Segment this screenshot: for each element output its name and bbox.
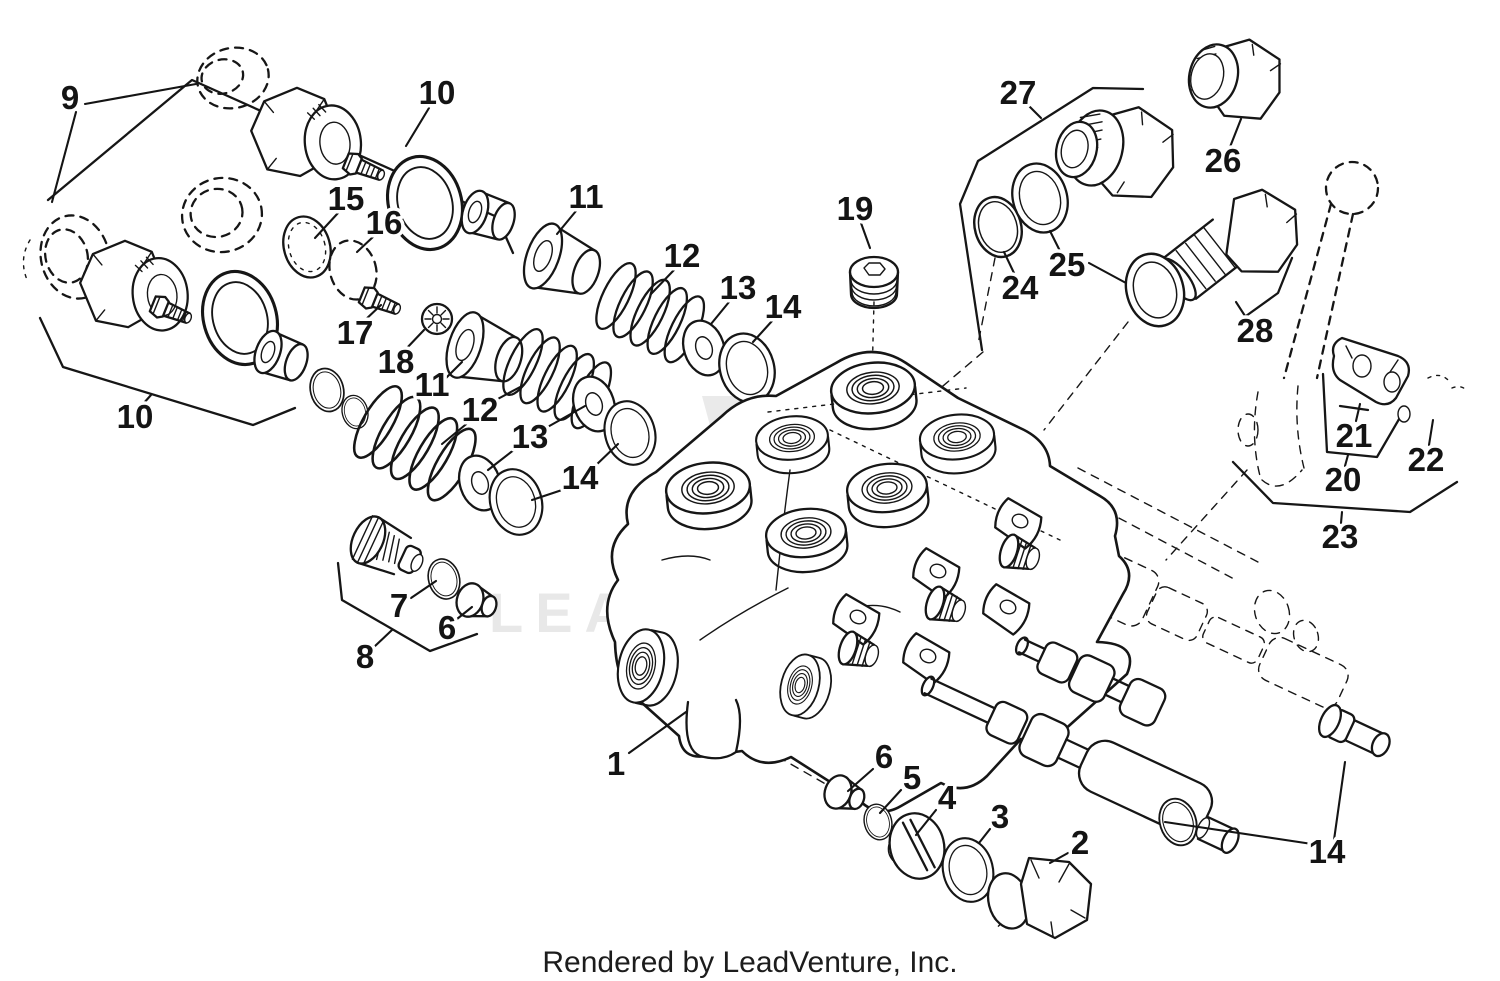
callout-label-3: 3	[991, 798, 1009, 835]
callout-label-13: 13	[720, 269, 757, 306]
callout-label-11: 11	[415, 366, 450, 403]
callout-label-12: 12	[664, 237, 701, 274]
leader-line-23	[1339, 510, 1344, 525]
lever-link	[1331, 336, 1411, 406]
spools	[920, 586, 1391, 854]
callout-label-18: 18	[378, 343, 415, 380]
hex-plug	[986, 856, 1093, 940]
callout-label-5: 5	[903, 759, 921, 796]
leader-line-12	[440, 419, 472, 446]
callout-label-22: 22	[1408, 441, 1445, 478]
leader-line-13	[709, 300, 731, 326]
cap-seal-group-top	[180, 46, 784, 411]
leader-line-25	[1048, 229, 1062, 253]
leader-line-14	[530, 487, 567, 502]
callout-label-25: 25	[1049, 246, 1086, 283]
bottom-plug-kit	[818, 770, 1093, 940]
leader-line-12	[649, 268, 676, 296]
callout-label-14: 14	[562, 459, 599, 496]
callout-label-19: 19	[837, 190, 874, 227]
leader-line-10	[141, 393, 153, 406]
callout-label-14: 14	[765, 288, 802, 325]
leader-line-7	[409, 579, 438, 600]
star-washer	[420, 302, 454, 336]
leader-line-14	[591, 442, 620, 470]
callout-label-14: 14	[1309, 833, 1346, 870]
leader-line-22	[1427, 418, 1435, 447]
callout-label-6: 6	[875, 738, 893, 775]
cap-seal-group-bottom	[39, 214, 551, 543]
callout-label-16: 16	[366, 204, 403, 241]
callout-label-1: 1	[607, 745, 625, 782]
plug-28	[1116, 188, 1299, 335]
callout-label-27: 27	[1000, 74, 1037, 111]
callout-label-9: 9	[61, 79, 79, 116]
plug-group	[966, 38, 1299, 335]
leader-line-19	[859, 221, 872, 250]
leader-line-11	[443, 360, 464, 381]
leader-line-16	[355, 234, 376, 254]
leader-line-14	[1332, 760, 1347, 842]
callout-label-7: 7	[390, 587, 408, 624]
footer-credit: Rendered by LeadVenture, Inc.	[542, 946, 957, 979]
plug-26	[1187, 38, 1282, 120]
callout-label-11: 11	[569, 178, 604, 215]
callout-label-28: 28	[1237, 312, 1274, 349]
valve-body	[605, 350, 1132, 813]
callout-label-8: 8	[356, 638, 374, 675]
callout-label-10: 10	[419, 74, 456, 111]
leader-line-15	[313, 211, 340, 240]
callout-label-4: 4	[938, 779, 957, 816]
callout-label-10: 10	[117, 398, 154, 435]
leader-line-4	[914, 808, 938, 837]
callout-label-26: 26	[1205, 142, 1242, 179]
slotted-plug	[887, 812, 946, 880]
leader-line-14	[1163, 820, 1314, 846]
leader-line-2	[1048, 851, 1070, 865]
lever-knob	[1324, 160, 1380, 216]
leader-line-18	[403, 328, 426, 352]
spool-hidden	[1145, 586, 1349, 709]
callout-label-6: 6	[438, 609, 456, 646]
callout-label-13: 13	[512, 418, 549, 455]
leader-line-11	[555, 209, 578, 236]
leader-line-14	[751, 319, 774, 344]
callout-label-12: 12	[462, 391, 499, 428]
leader-line-26	[1228, 117, 1243, 149]
leader-line-13	[542, 404, 587, 431]
callout-label-23: 23	[1322, 518, 1359, 555]
leader-line-25	[1087, 261, 1128, 285]
leader-line-9	[50, 110, 78, 204]
leader-line-21	[1354, 402, 1362, 423]
leader-line-6	[846, 767, 875, 793]
callout-label-15: 15	[328, 180, 365, 217]
leader-line-1	[627, 710, 688, 755]
spool-upper	[1014, 636, 1167, 727]
plug-27	[1054, 106, 1175, 199]
leader-line-28	[1234, 300, 1249, 321]
leader-line-9	[83, 82, 198, 106]
callout-label-20: 20	[1325, 461, 1362, 498]
leader-line-3	[977, 827, 992, 845]
leader-line-20	[1343, 453, 1350, 468]
callout-label-17: 17	[337, 314, 374, 351]
relief-valve-group	[349, 515, 503, 626]
leader-line-10	[404, 106, 431, 148]
callout-label-24: 24	[1002, 269, 1039, 306]
leader-line-5	[878, 788, 903, 815]
leader-line-6	[455, 605, 474, 621]
leader-line-27	[1027, 104, 1043, 120]
leader-line-13	[486, 447, 517, 472]
pipe-plug	[848, 255, 900, 310]
lever-group	[1237, 160, 1469, 487]
callout-label-21: 21	[1336, 417, 1373, 454]
callout-label-2: 2	[1071, 824, 1089, 861]
leader-line-12	[492, 384, 524, 403]
relief-cap-bottom	[75, 233, 193, 340]
leader-line-8	[372, 628, 394, 649]
leader-line-17	[362, 303, 383, 323]
leader-line-24	[1002, 250, 1016, 275]
